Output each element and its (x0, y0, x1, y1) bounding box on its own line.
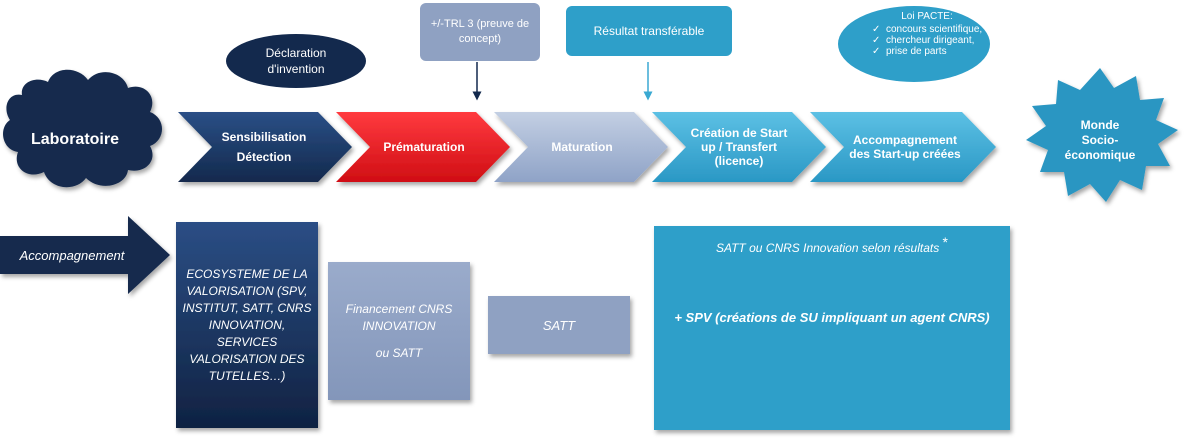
financement-label: Financement CNRS INNOVATION ou SATT (332, 266, 466, 396)
satt-cnrs-box (654, 226, 1010, 430)
step-maturation-label: Maturation (551, 140, 613, 154)
pacte-list: ✓concours scientifique, ✓chercheur dirig… (872, 24, 982, 57)
financement-line2: ou SATT (375, 345, 423, 360)
monde-label: Monde Socio-économique (1064, 117, 1136, 162)
step-creation-label: Création de Start up / Transfert (licenc… (690, 126, 788, 168)
satt-cnrs-content: SATT ou CNRS Innovation selon résultats … (660, 230, 1004, 426)
declaration-label: Déclaration d'invention (265, 46, 327, 76)
step-sensibilisation-label: Sensibilisation Détection (221, 130, 307, 164)
step-accompagnement-label: Accompagnement des Start-up créées (849, 133, 961, 161)
resultat-label: Résultat transférable (593, 24, 705, 38)
pacte-item: ✓concours scientifique, (872, 24, 983, 35)
satt-box (488, 296, 630, 354)
monde-socio-economique-burst (1026, 68, 1178, 202)
footnote-star: * (942, 234, 948, 250)
pacte-item: ✓chercheur dirigeant, (872, 35, 975, 46)
accompagnement-label: Accompagnement (19, 247, 125, 263)
declaration-bubble (226, 34, 366, 88)
laboratoire-label: Laboratoire (30, 131, 119, 148)
check-icon: ✓ (872, 24, 881, 35)
chevron-prematuration (336, 112, 510, 182)
ecosysteme-label: ECOSYSTEME DE LA VALORISATION (SPV, INST… (182, 266, 312, 383)
resultat-box (566, 6, 732, 56)
step-prematuration-label: Prématuration (383, 140, 465, 154)
satt-cnrs-line1: SATT ou CNRS Innovation selon résultats … (715, 234, 948, 255)
financement-line1: Financement CNRS INNOVATION (345, 301, 453, 333)
pacte-title: Loi PACTE: (901, 11, 953, 22)
check-icon: ✓ (872, 46, 881, 57)
financement-box (328, 262, 470, 400)
trl-label: +/-TRL 3 (preuve de concept) (430, 18, 530, 45)
chevron-maturation (494, 112, 668, 182)
pacte-bubble (838, 6, 990, 82)
laboratoire-cloud (3, 69, 162, 188)
chevron-creation (652, 112, 826, 182)
satt-label: SATT (542, 317, 576, 333)
check-icon: ✓ (872, 35, 881, 46)
pacte-content: Loi PACTE: ✓concours scientifique, ✓cher… (872, 11, 982, 79)
accompagnement-arrow (0, 216, 170, 294)
chevron-sensibilisation (178, 112, 352, 182)
chevron-accompagnement (810, 112, 996, 182)
pacte-item: ✓prise de parts (872, 46, 947, 57)
trl-box (420, 3, 540, 61)
ecosysteme-box (176, 222, 318, 428)
satt-cnrs-line2: + SPV (créations de SU impliquant un age… (674, 310, 990, 325)
